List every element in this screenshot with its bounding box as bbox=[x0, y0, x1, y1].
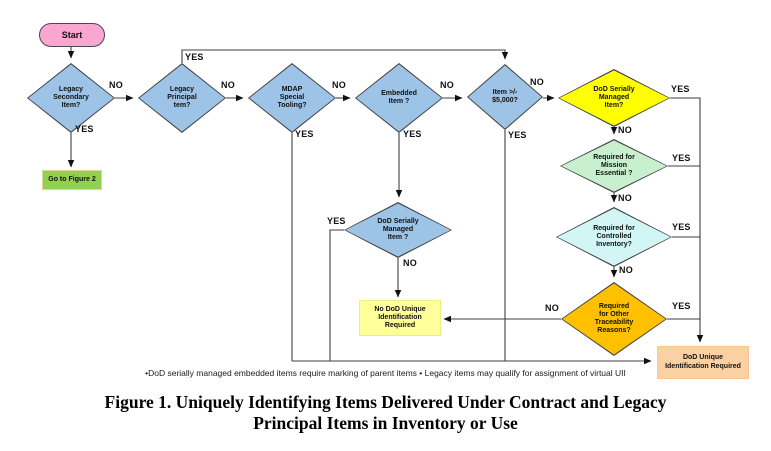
decision-mdap-special-tooling: MDAP Special Tooling? bbox=[248, 63, 336, 133]
edge-label-embedded-yes: YES bbox=[403, 129, 422, 139]
decision-label: DoD Serially Managed Item ? bbox=[377, 217, 419, 242]
decision-embedded-item: Embedded Item ? bbox=[355, 63, 443, 133]
edge-label-secondary-no: NO bbox=[109, 80, 123, 90]
decision-label: Required for Mission Essential ? bbox=[593, 153, 635, 178]
edge-label-traceability-yes: YES bbox=[672, 301, 691, 311]
figure-footnote: •DoD serially managed embedded items req… bbox=[145, 368, 626, 378]
edge-label-principal-no: NO bbox=[221, 80, 235, 90]
edge-label-mission-yes: YES bbox=[672, 153, 691, 163]
figure-caption-line1: Figure 1. Uniquely Identifying Items Del… bbox=[104, 392, 667, 412]
decision-label: Required for Controlled Inventory? bbox=[593, 224, 635, 249]
decision-label: Embedded Item ? bbox=[381, 89, 417, 105]
decision-label: Required for Other Traceability Reasons? bbox=[594, 302, 634, 335]
decision-required-controlled-inventory: Required for Controlled Inventory? bbox=[556, 207, 672, 267]
decision-label: Item >/- $5,000? bbox=[492, 88, 518, 104]
edge-label-item5000-no: NO bbox=[530, 77, 544, 87]
decision-label: Legacy Secondary Item? bbox=[53, 85, 89, 110]
decision-item-over-5000: Item >/- $5,000? bbox=[467, 64, 543, 130]
decision-required-other-traceability: Required for Other Traceability Reasons? bbox=[561, 282, 667, 356]
dod-uid-required-box: DoD Unique Identification Required bbox=[657, 346, 749, 379]
edge-label-controlled-yes: YES bbox=[672, 222, 691, 232]
edge-label-mdap-yes: YES bbox=[295, 129, 314, 139]
decision-dod-serially-managed-top: DoD Serially Managed Item? bbox=[558, 69, 670, 127]
edge-label-serial-mid-yes: YES bbox=[327, 216, 346, 226]
edge-label-mission-no: NO bbox=[618, 193, 632, 203]
edge-label-embedded-no: NO bbox=[440, 80, 454, 90]
figure-caption-line2: Principal Items in Inventory or Use bbox=[253, 413, 518, 433]
start-label: Start bbox=[61, 29, 83, 40]
decision-dod-serially-managed-mid: DoD Serially Managed Item ? bbox=[344, 202, 452, 258]
edge-label-serial-top-yes: YES bbox=[671, 84, 690, 94]
decision-legacy-principal-item: Legacy Principal tem? bbox=[138, 63, 226, 133]
edge-label-principal-yes: YES bbox=[185, 52, 204, 62]
go-to-figure-2-label: Go to Figure 2 bbox=[48, 175, 96, 183]
go-to-figure-2-box: Go to Figure 2 bbox=[42, 170, 102, 190]
edge-label-secondary-yes: YES bbox=[75, 124, 94, 134]
edge-label-serial-mid-no: NO bbox=[403, 258, 417, 268]
decision-legacy-secondary-item: Legacy Secondary Item? bbox=[27, 63, 115, 133]
edge-label-serial-top-no: NO bbox=[618, 125, 632, 135]
decision-label: MDAP Special Tooling? bbox=[277, 85, 307, 110]
edge-label-mdap-no: NO bbox=[332, 80, 346, 90]
start-terminator: Start bbox=[39, 23, 105, 47]
figure-caption: Figure 1. Uniquely Identifying Items Del… bbox=[0, 392, 771, 434]
no-dod-uid-required-label: No DoD Unique Identification Required bbox=[374, 305, 426, 330]
dod-uid-required-label: DoD Unique Identification Required bbox=[665, 354, 741, 370]
decision-required-mission-essential: Required for Mission Essential ? bbox=[560, 139, 668, 193]
decision-label: Legacy Principal tem? bbox=[167, 85, 197, 110]
no-dod-uid-required-box: No DoD Unique Identification Required bbox=[359, 300, 441, 336]
edge-label-traceability-no: NO bbox=[545, 303, 559, 313]
decision-label: DoD Serially Managed Item? bbox=[593, 85, 635, 110]
edge-label-controlled-no: NO bbox=[619, 265, 633, 275]
edge-label-item5000-yes: YES bbox=[508, 130, 527, 140]
